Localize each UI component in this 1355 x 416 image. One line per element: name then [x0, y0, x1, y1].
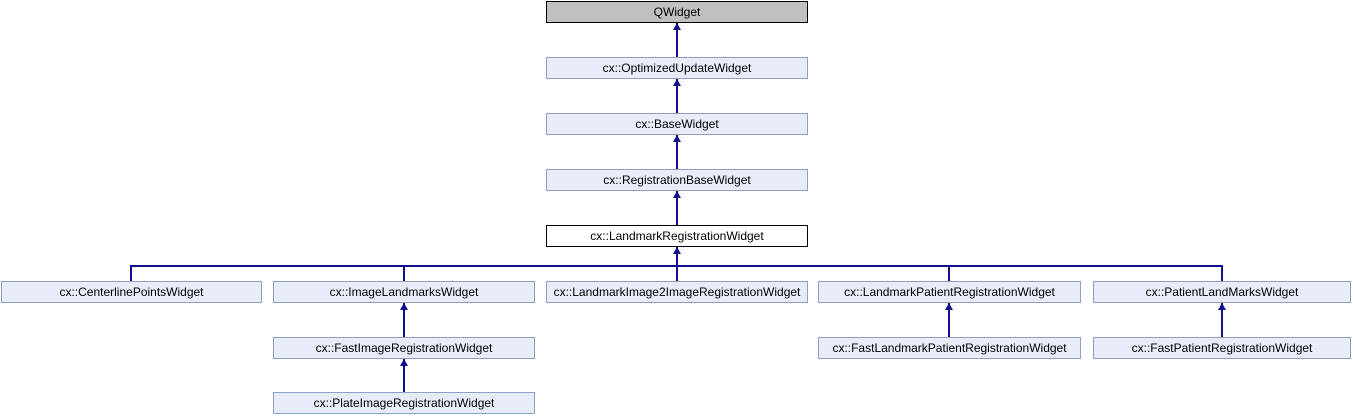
arrow-up-icon: [673, 135, 681, 142]
class-node-basewidget[interactable]: cx::BaseWidget: [546, 113, 808, 135]
edge-line: [676, 191, 678, 225]
edge-line: [676, 23, 678, 57]
class-node-optimizedupdatewidget[interactable]: cx::OptimizedUpdateWidget: [546, 57, 808, 79]
edge-line: [676, 247, 678, 267]
edge-line: [676, 79, 678, 113]
edge-line: [403, 359, 405, 392]
arrow-up-icon: [673, 247, 681, 254]
arrow-up-icon: [673, 79, 681, 86]
class-node-fastpatientregistrationwidget[interactable]: cx::FastPatientRegistrationWidget: [1093, 337, 1351, 359]
class-node-plateimageregistrationwidget[interactable]: cx::PlateImageRegistrationWidget: [273, 392, 535, 414]
class-node-centerlinepointswidget[interactable]: cx::CenterlinePointsWidget: [1, 281, 262, 303]
edge-line: [130, 267, 132, 281]
edge-line: [1221, 267, 1223, 281]
arrow-up-icon: [1218, 303, 1226, 310]
edge-distributor-bar: [130, 265, 1223, 267]
edge-line: [403, 267, 405, 281]
class-node-registrationbasewidget[interactable]: cx::RegistrationBaseWidget: [546, 169, 808, 191]
edge-line: [948, 267, 950, 281]
class-node-qwidget: QWidget: [546, 1, 808, 23]
arrow-up-icon: [400, 359, 408, 366]
class-node-patientlandmarkswidget[interactable]: cx::PatientLandMarksWidget: [1093, 281, 1351, 303]
arrow-up-icon: [673, 23, 681, 30]
edge-line: [1221, 303, 1223, 337]
class-node-landmarkregistrationwidget: cx::LandmarkRegistrationWidget: [546, 225, 808, 247]
edge-line: [676, 267, 678, 281]
class-node-fastimageregistrationwidget[interactable]: cx::FastImageRegistrationWidget: [273, 337, 535, 359]
class-node-landmarkimage2imageregistrationwidget[interactable]: cx::LandmarkImage2ImageRegistrationWidge…: [546, 281, 808, 303]
arrow-up-icon: [400, 303, 408, 310]
edge-line: [676, 135, 678, 169]
arrow-up-icon: [673, 191, 681, 198]
class-node-landmarkpatientregistrationwidget[interactable]: cx::LandmarkPatientRegistrationWidget: [818, 281, 1081, 303]
edge-line: [403, 303, 405, 337]
arrow-up-icon: [945, 303, 953, 310]
edge-line: [948, 303, 950, 337]
class-node-fastlandmarkpatientregistrationwidget[interactable]: cx::FastLandmarkPatientRegistrationWidge…: [818, 337, 1081, 359]
class-node-imagelandmarkswidget[interactable]: cx::ImageLandmarksWidget: [273, 281, 535, 303]
